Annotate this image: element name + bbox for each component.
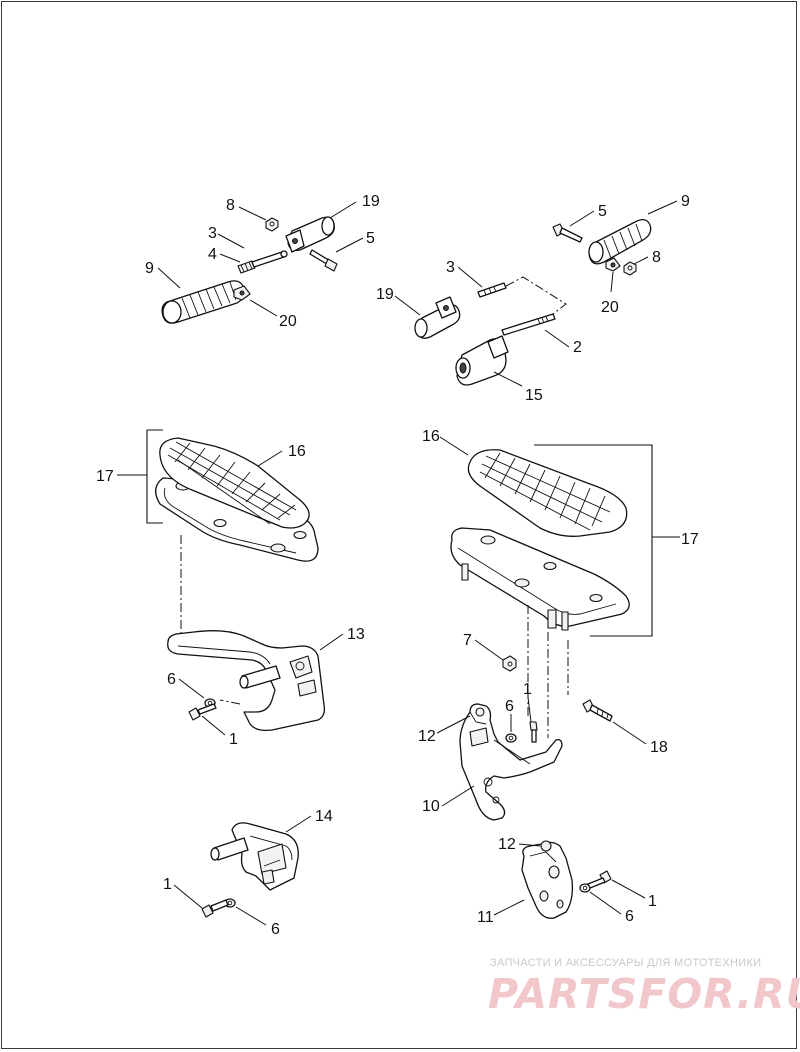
callout-label: 19 [362, 193, 380, 210]
callout-label: 1 [648, 893, 657, 910]
bolt [309, 249, 338, 272]
nut [502, 655, 517, 672]
callout-label: 5 [366, 230, 375, 247]
callout-label: 8 [226, 197, 235, 214]
footpeg [161, 280, 246, 324]
clevis [285, 216, 335, 253]
floorboard-right [450, 444, 653, 738]
watermark-tagline: ЗАПЧАСТИ И АКСЕССУАРЫ ДЛЯ МОТОТЕХНИКИ [490, 957, 762, 969]
callout-label: 17 [681, 531, 699, 548]
callout-label: 12 [418, 728, 436, 745]
spring [237, 260, 256, 274]
callout-label: 1 [523, 681, 532, 698]
callout-label: 6 [625, 908, 634, 925]
floorboard-bracket-left [167, 630, 326, 732]
footpeg [588, 218, 652, 265]
nut [623, 261, 637, 276]
callout-label: 20 [279, 313, 297, 330]
footpeg-mount [455, 335, 509, 386]
callout-label: 1 [163, 876, 172, 893]
mounting-bracket-right [521, 840, 574, 919]
callout-label: 16 [422, 428, 440, 445]
watermark-logo: PARTSFOR.RU [488, 970, 800, 1018]
bolt [552, 223, 583, 243]
callout-label: 4 [208, 246, 217, 263]
footpeg-group-right [414, 218, 652, 386]
bolt [587, 870, 612, 889]
callout-label: 5 [598, 203, 607, 220]
detent-ball [233, 285, 251, 301]
callout-label: 16 [288, 443, 306, 460]
nut [265, 217, 279, 232]
callout-label: 20 [601, 299, 619, 316]
callout-label: 18 [650, 739, 668, 756]
callout-label: 8 [652, 249, 661, 266]
bolt [529, 721, 538, 743]
bolt [188, 703, 217, 721]
bolt [582, 699, 613, 722]
callout-label: 2 [573, 339, 582, 356]
leader-lines [117, 200, 680, 926]
callout-labels: 8 19 3 4 5 9 20 5 9 3 8 19 20 2 15 16 17… [96, 193, 699, 938]
callout-label: 1 [229, 731, 238, 748]
callout-label: 6 [505, 698, 514, 715]
callout-label: 9 [145, 260, 154, 277]
callout-label: 7 [463, 632, 472, 649]
long-pin [501, 313, 556, 336]
callout-label: 14 [315, 808, 333, 825]
pin [251, 250, 288, 268]
callout-label: 3 [446, 259, 455, 276]
callout-label: 12 [498, 836, 516, 853]
pin [477, 282, 507, 298]
callout-label: 10 [422, 798, 440, 815]
clevis [414, 296, 461, 339]
callout-label: 17 [96, 468, 114, 485]
floorboard-left [146, 429, 319, 644]
callout-label: 13 [347, 626, 365, 643]
callout-label: 11 [477, 909, 494, 926]
bolt [201, 899, 229, 918]
mounting-bracket-left [210, 822, 299, 891]
callout-label: 6 [167, 671, 176, 688]
callout-label: 6 [271, 921, 280, 938]
callout-label: 9 [681, 193, 690, 210]
floorboard-bracket-right [459, 703, 563, 821]
washer [505, 733, 517, 743]
callout-label: 15 [525, 387, 543, 404]
footpeg-group-left [161, 216, 338, 324]
callout-label: 19 [376, 286, 394, 303]
callout-label: 3 [208, 225, 217, 242]
detent-ball [605, 257, 621, 272]
